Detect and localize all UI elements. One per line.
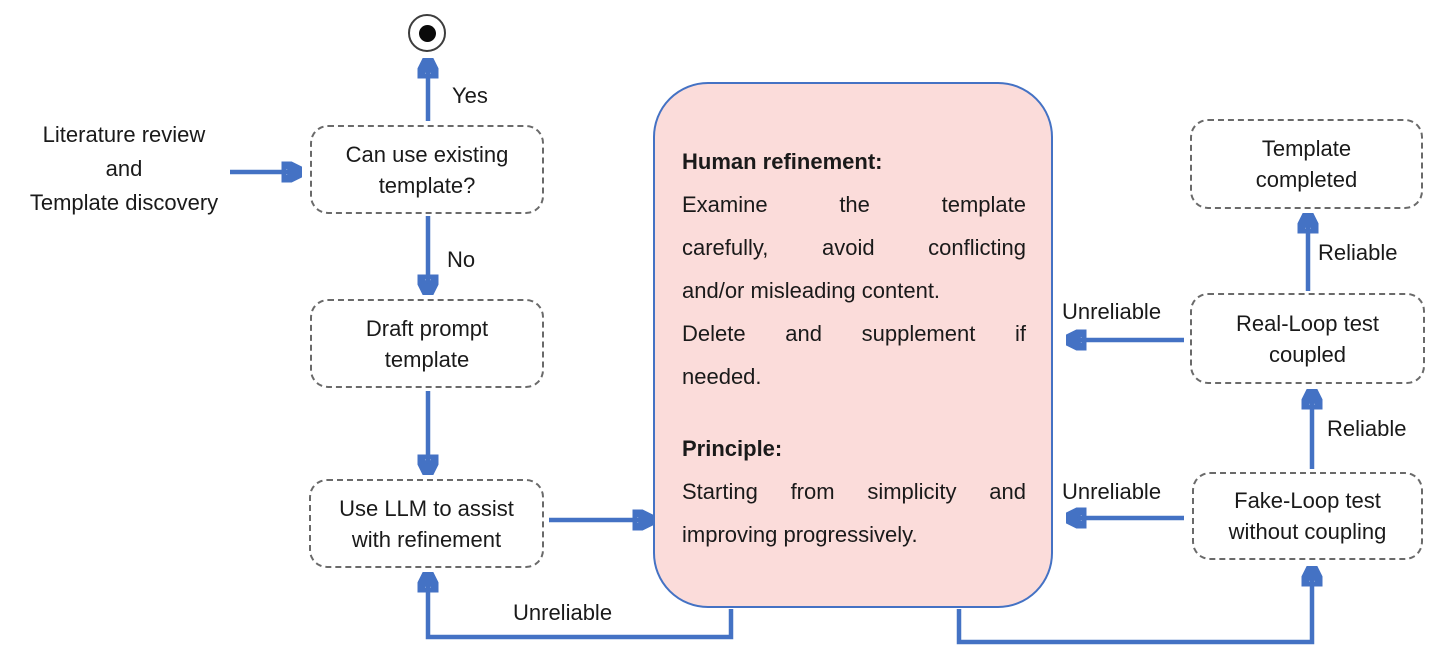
node-draft-prompt-template: Draft prompt template bbox=[310, 299, 544, 388]
start-label-line: Template discovery bbox=[29, 190, 219, 215]
node-real-loop-test: Real-Loop test coupled bbox=[1190, 293, 1425, 384]
note-section-gap bbox=[682, 398, 1026, 427]
note-line: Examine the template bbox=[682, 192, 1026, 217]
node-line: template? bbox=[378, 172, 476, 198]
start-label-line: Literature review bbox=[42, 122, 206, 147]
terminal-dot-icon bbox=[418, 24, 436, 42]
note-heading: Human refinement: bbox=[682, 149, 883, 174]
node-template-completed: Template completed bbox=[1190, 119, 1423, 209]
node-line: Template bbox=[1261, 136, 1352, 161]
note-human-refinement: Human refinement: Examine the template car… bbox=[653, 82, 1053, 608]
note-line: Delete and supplement if bbox=[682, 321, 1026, 346]
node-can-use-existing-template: Can use existing template? bbox=[310, 125, 544, 214]
arrow-note-unreliable-back-to-llm bbox=[428, 579, 734, 640]
edge-label-unreliable-feedback: Unreliable bbox=[513, 600, 613, 625]
node-line: Use LLM to assist bbox=[339, 495, 514, 521]
note-line: improving progressively. bbox=[682, 522, 918, 547]
start-label-line: and bbox=[105, 156, 143, 181]
node-line: Real-Loop test bbox=[1235, 310, 1380, 336]
edge-label-yes: Yes bbox=[452, 83, 488, 108]
edge-label-unreliable-bottom-right: Unreliable bbox=[1062, 479, 1162, 504]
node-use-llm-to-assist: Use LLM to assist with refinement bbox=[309, 479, 544, 568]
start-label: Literature review and Template discovery bbox=[16, 118, 232, 220]
end-terminal-icon bbox=[408, 14, 446, 52]
node-line: Fake-Loop test bbox=[1234, 488, 1381, 513]
node-line: template bbox=[384, 346, 470, 372]
edge-label-no: No bbox=[447, 247, 476, 272]
node-line: Draft prompt bbox=[365, 315, 489, 341]
edge-label-reliable-top: Reliable bbox=[1318, 240, 1398, 265]
node-line: completed bbox=[1255, 167, 1358, 192]
node-line: with refinement bbox=[351, 526, 502, 552]
arrow-note-to-fakeloop bbox=[956, 573, 1312, 645]
note-line: carefully, avoid conflicting bbox=[682, 235, 1026, 260]
note-heading: Principle: bbox=[682, 436, 783, 461]
node-line: without coupling bbox=[1228, 519, 1387, 544]
node-line: coupled bbox=[1268, 341, 1347, 367]
note-line: needed. bbox=[682, 364, 762, 389]
edge-label-unreliable-top: Unreliable bbox=[1062, 299, 1162, 324]
edge-label-reliable-bottom: Reliable bbox=[1327, 416, 1407, 441]
node-fake-loop-test: Fake-Loop test without coupling bbox=[1192, 472, 1423, 560]
note-line: and/or misleading content. bbox=[682, 278, 941, 303]
note-line: Starting from simplicity and bbox=[682, 479, 1026, 504]
node-line: Can use existing bbox=[345, 141, 509, 167]
